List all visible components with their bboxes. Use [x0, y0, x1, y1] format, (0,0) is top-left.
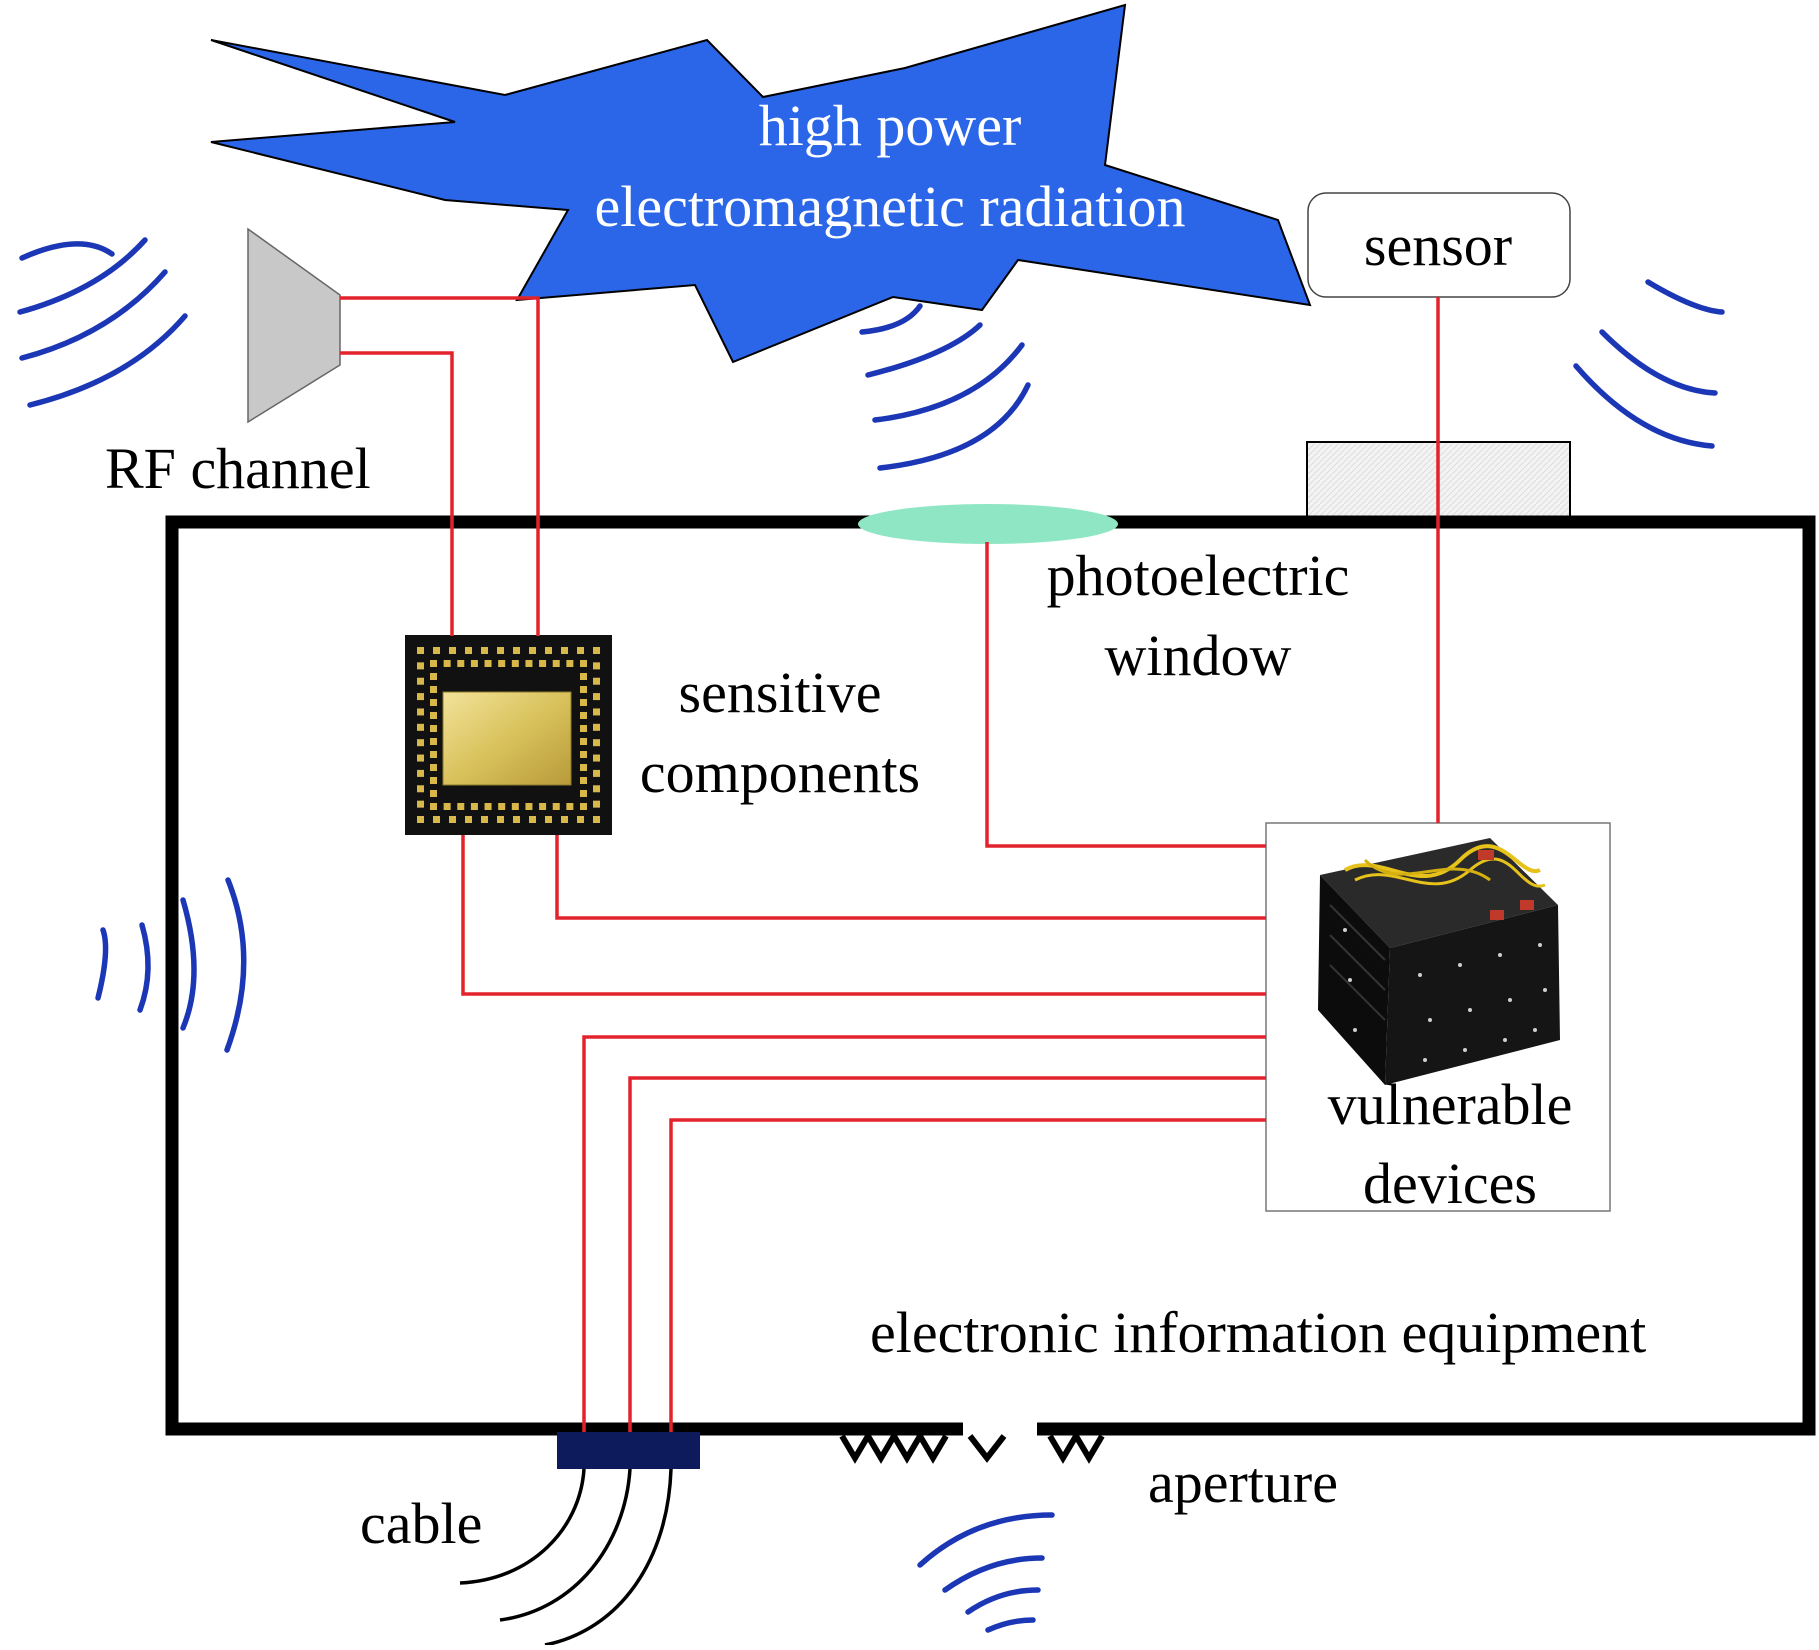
- sensitive-label-line1: sensitive: [679, 660, 882, 725]
- sensor-label: sensor: [1364, 213, 1512, 278]
- wire-window-to-device: [985, 542, 1266, 848]
- photoelectric-label-line1: photoelectric: [1047, 543, 1350, 608]
- sensitive-label-line2: components: [640, 740, 920, 805]
- wire-cable-to-device-2: [628, 1076, 1266, 1433]
- aperture-label: aperture: [1148, 1450, 1338, 1515]
- wire-cable-to-device-3: [669, 1118, 1266, 1433]
- radiation-burst: [210, 3, 1312, 364]
- cable-label: cable: [360, 1491, 482, 1556]
- wave-icon-left-top: [17, 237, 188, 408]
- wire-cable-to-device-1: [582, 1035, 1266, 1433]
- photoelectric-label-line2: window: [1105, 623, 1292, 688]
- vulnerable-label-line2: devices: [1363, 1151, 1537, 1216]
- wire-rf-to-chip-1: [340, 296, 540, 636]
- wave-icon-left-middle: [95, 877, 247, 1053]
- equipment-label: electronic information equipment: [870, 1300, 1646, 1365]
- radiation-label-line1: high power: [759, 93, 1022, 158]
- radiation-label-line2: electromagnetic radiation: [595, 174, 1186, 239]
- wave-icon-bottom: [917, 1512, 1055, 1633]
- chip-icon: [405, 635, 612, 835]
- wave-icon-right-top: [1573, 279, 1725, 449]
- wiring: [340, 296, 1440, 1433]
- cable-wires: [459, 1468, 673, 1647]
- aperture-icon: [839, 1430, 1105, 1464]
- photoelectric-window: [858, 504, 1118, 544]
- electronic-box-icon: [1318, 838, 1560, 1085]
- rf-channel-label: RF channel: [105, 436, 371, 501]
- horn-antenna-icon: [247, 227, 341, 424]
- wire-chip-to-device-1: [555, 835, 1266, 920]
- wire-chip-to-device-2: [461, 835, 1266, 996]
- cable-connector: [557, 1432, 700, 1469]
- vulnerable-label-line1: vulnerable: [1328, 1072, 1573, 1137]
- wave-icon-center: [859, 303, 1031, 471]
- wire-rf-to-chip-2: [340, 351, 454, 636]
